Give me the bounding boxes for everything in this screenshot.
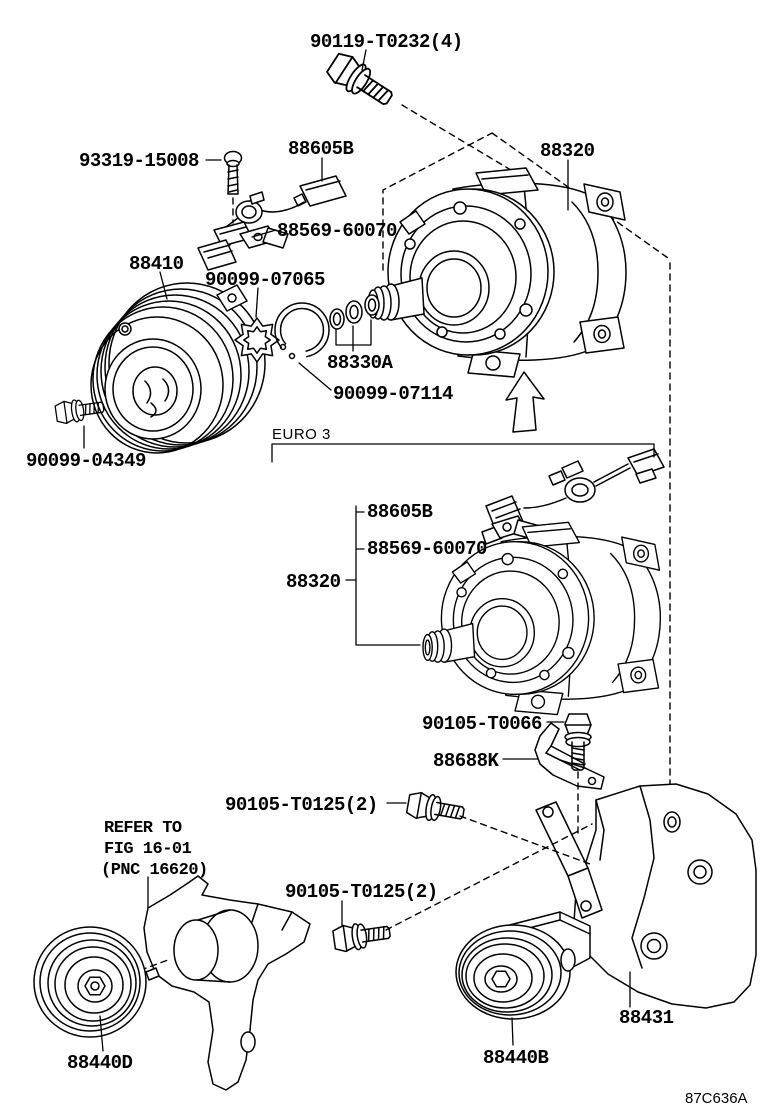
callout-orings-88330a: 88330A xyxy=(327,352,394,374)
reference-note-line2: FIG 16-01 xyxy=(104,840,192,859)
figure-code: 87C636A xyxy=(685,1090,748,1107)
bolt-90119-illustration xyxy=(323,48,399,114)
washer-90099-07065-illustration xyxy=(234,317,280,363)
callout-clutch-pulley-88410: 88410 xyxy=(129,253,184,275)
snap-ring-90099-07114-illustration xyxy=(274,302,330,360)
bracket-88688k-illustration xyxy=(534,722,605,790)
bolt-90105-t0066-illustration xyxy=(564,713,592,771)
reference-note-line1: REFER TO xyxy=(104,819,182,838)
callout-compressor-88320-euro3: 88320 xyxy=(286,571,341,593)
bolt-90105-t0125-a-illustration xyxy=(405,790,467,827)
callout-leader-lines xyxy=(83,49,655,1052)
idler-pulley-88440b-illustration xyxy=(455,924,576,1020)
dashed-assembly-lines-lower xyxy=(129,197,593,975)
reference-bracket-16620-illustration xyxy=(143,875,311,1091)
callout-screw-93319: 93319-15008 xyxy=(79,150,199,172)
callout-mount-bracket-88431: 88431 xyxy=(619,1007,674,1029)
dashed-assembly-lines-upper xyxy=(382,104,671,801)
direction-arrow-up xyxy=(505,371,545,433)
callout-harness-88605b-euro3: 88605B xyxy=(367,501,433,523)
clutch-pulley-88410-illustration xyxy=(90,282,266,454)
callout-clip-88569-euro3: 88569-60070 xyxy=(367,538,487,560)
callout-snap-ring-90099-07114: 90099-07114 xyxy=(333,383,453,405)
callout-bolt-90105-t0125-a: 90105-T0125(2) xyxy=(225,794,378,816)
callout-clip-88569-top: 88569-60070 xyxy=(277,220,397,242)
callout-bracket-88688k: 88688K xyxy=(433,750,500,772)
harness-88605b-top-illustration xyxy=(197,175,347,271)
callout-washer-90099-07065: 90099-07065 xyxy=(205,269,325,291)
bolt-90105-t0125-b-illustration xyxy=(331,918,393,954)
clip-88569-top-illustration xyxy=(239,225,289,249)
orings-88330a-illustration xyxy=(329,294,380,330)
callout-idler-pulley-88440b: 88440B xyxy=(483,1047,549,1069)
callout-idler-pulley-88440d: 88440D xyxy=(67,1052,133,1074)
callout-bolt-90105-t0066: 90105-T0066 xyxy=(422,713,542,735)
callout-compressor-88320-top: 88320 xyxy=(540,140,595,162)
callout-bolt-90105-t0125-b: 90105-T0125(2) xyxy=(285,881,438,903)
callout-bolt-90119: 90119-T0232(4) xyxy=(310,31,463,53)
callout-harness-88605b-top: 88605B xyxy=(288,138,354,160)
compressor-top-illustration xyxy=(367,167,627,378)
screw-93319-illustration xyxy=(223,150,243,195)
bolt-90099-04349-illustration xyxy=(54,395,106,426)
idler-pulley-88440d-illustration xyxy=(33,926,160,1038)
reference-note-line3: (PNC 16620) xyxy=(101,861,208,880)
callout-bolt-90099-04349: 90099-04349 xyxy=(26,450,146,472)
euro3-variant-note: EURO 3 xyxy=(272,426,331,443)
